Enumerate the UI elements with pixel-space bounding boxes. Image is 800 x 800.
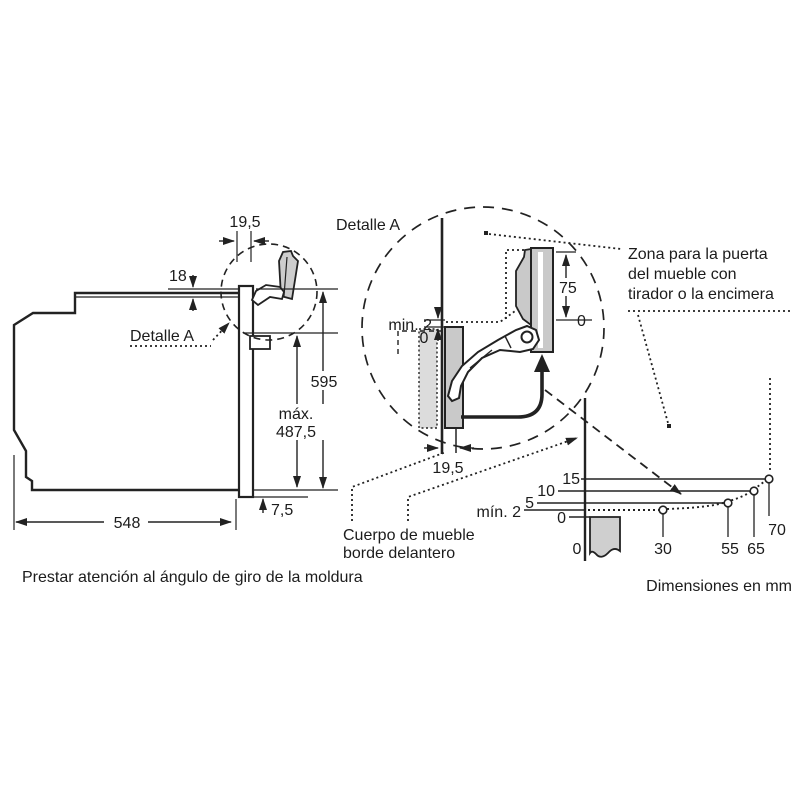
zone-diagonal-dotted — [637, 314, 669, 424]
x-tick-65: 65 — [747, 541, 765, 558]
label-bg — [556, 278, 583, 296]
detail-a-view — [361, 206, 605, 454]
y-min-label: mín. 2 — [477, 504, 522, 521]
detail-a-title: Detalle A — [336, 217, 400, 234]
dim-label-19-5-top: 19,5 — [229, 214, 260, 231]
curve-point-65 — [749, 486, 759, 496]
zone-leader-dotted — [488, 233, 622, 250]
door-profile-flange — [515, 247, 532, 327]
oven-front-panel — [237, 284, 255, 499]
x-tick-55: 55 — [721, 541, 739, 558]
detail-to-graph-dashed-arrow — [544, 389, 682, 495]
dim-label-75: 75 — [559, 280, 577, 297]
cabinet-leader-1 — [351, 451, 447, 521]
dim-label-min-2: min. 2 — [388, 317, 432, 334]
dim-label-487-5: 487,5 — [276, 424, 316, 441]
units-note: Dimensiones en mm — [646, 578, 792, 595]
cabinet-note-line1: Cuerpo de mueble — [343, 527, 475, 544]
dotted-level-line — [446, 305, 523, 323]
y-tick-5: 5 — [525, 495, 534, 512]
door-open-phantom-outline — [505, 249, 529, 321]
detail-leader-arrow — [212, 322, 230, 341]
curve-point-55 — [723, 498, 733, 508]
dim-label-7-5: 7,5 — [271, 502, 293, 519]
oven-side-view — [12, 231, 338, 530]
hinge-arm-side — [250, 284, 285, 307]
curve-point-70 — [764, 474, 774, 484]
dim-label-19-5-detail: 19,5 — [432, 460, 463, 477]
zone-note-line1: Zona para la puerta — [628, 246, 768, 263]
y-tick-15: 15 — [562, 471, 580, 488]
label-bg — [269, 404, 324, 440]
label-bg — [306, 371, 343, 390]
callout-leaders — [351, 231, 793, 521]
detail-zone-circle-side — [220, 243, 318, 341]
caution-note: Prestar atención al ángulo de giro de la… — [22, 569, 363, 586]
dim-label-18: 18 — [169, 268, 187, 285]
dashed-corner — [397, 330, 443, 356]
offset-curve-dotted — [588, 479, 767, 511]
rotation-arrow — [461, 371, 544, 419]
y-tick-10: 10 — [537, 483, 555, 500]
x-tick-70: 70 — [768, 522, 786, 539]
cabinet-body-section — [589, 516, 621, 558]
door-closed-phantom — [418, 328, 438, 429]
y-tick-0: 0 — [557, 510, 566, 527]
detail-circle — [361, 206, 605, 450]
x-tick-0: 0 — [573, 541, 582, 558]
leader-dot — [667, 424, 671, 428]
hinge-arm-crease — [469, 349, 493, 369]
offset-graph — [524, 398, 774, 561]
door-inner-stripe — [538, 252, 543, 348]
dim-label-548: 548 — [114, 515, 141, 532]
oven-handle-step — [249, 335, 271, 350]
cabinet-note-line2: borde delantero — [343, 545, 455, 562]
hinge-arm — [446, 324, 541, 403]
detail-a-reference-label: Detalle A — [130, 328, 194, 345]
dim-label-0-right: 0 — [577, 313, 586, 330]
oven-body-outline — [12, 291, 240, 492]
dim-label-max: máx. — [279, 406, 314, 423]
leader-dot — [484, 231, 488, 235]
rotation-arrow-head — [534, 354, 550, 372]
zone-note-line3: tirador o la encimera — [628, 286, 774, 303]
dim-label-0-left: 0 — [420, 330, 429, 347]
hinge-arm-crease — [504, 335, 512, 349]
zone-note-line2: del mueble con — [628, 266, 737, 283]
x-tick-30: 30 — [654, 541, 672, 558]
hinge-pivot — [520, 330, 534, 344]
curve-point-30 — [658, 505, 668, 515]
label-bg — [104, 513, 148, 531]
dim-label-595: 595 — [311, 374, 338, 391]
